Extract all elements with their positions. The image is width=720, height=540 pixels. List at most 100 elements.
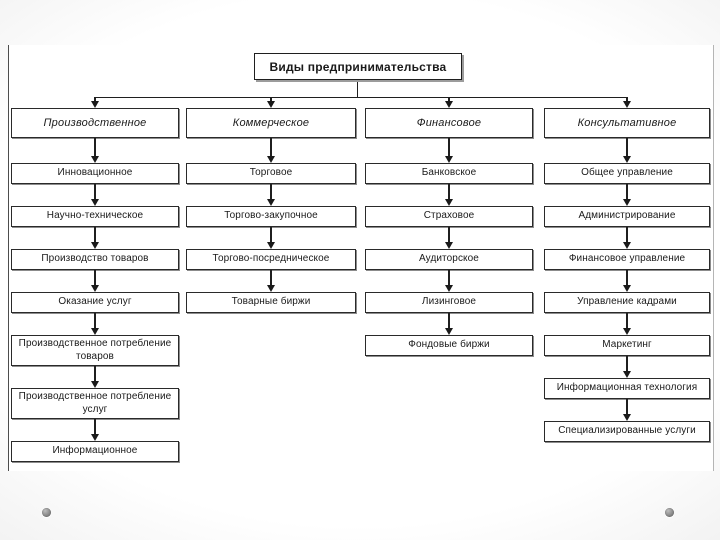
connector-line	[448, 227, 450, 243]
arrowhead-icon	[91, 101, 99, 108]
type-box: Банковское	[365, 163, 533, 184]
arrow-down-icon	[186, 184, 356, 206]
connector-line	[626, 270, 628, 286]
type-box: Информационная технология	[544, 378, 710, 399]
arrowhead-icon	[267, 199, 275, 206]
arrowhead-icon	[445, 242, 453, 249]
connector-line	[270, 227, 272, 243]
arrow-down-icon	[365, 138, 533, 163]
arrowhead-icon	[623, 101, 631, 108]
type-box: Инновационное	[11, 163, 179, 184]
arrowhead-icon	[623, 285, 631, 292]
arrowhead-icon	[445, 328, 453, 335]
arrow-down-icon	[365, 184, 533, 206]
connector-line	[95, 97, 627, 99]
arrow-down-icon	[11, 366, 179, 388]
arrowhead-icon	[623, 199, 631, 206]
decorative-dot-left	[42, 508, 51, 517]
diagram-canvas: Виды предпринимательства Производственно…	[8, 45, 714, 471]
arrowhead-icon	[91, 328, 99, 335]
type-box: Торговое	[186, 163, 356, 184]
connector-line	[626, 97, 628, 102]
connector-line	[270, 138, 272, 157]
arrow-down-icon	[11, 138, 179, 163]
decorative-dot-right	[665, 508, 674, 517]
arrow-down-icon	[544, 227, 710, 249]
arrow-down-icon	[11, 184, 179, 206]
arrowhead-icon	[445, 156, 453, 163]
category-box: Консультативное	[544, 108, 710, 138]
type-box: Торгово-закупочное	[186, 206, 356, 227]
type-box: Лизинговое	[365, 292, 533, 313]
connector-line	[448, 184, 450, 200]
connector-line	[94, 419, 96, 435]
type-box: Маркетинг	[544, 335, 710, 356]
type-box: Производственное потребление услуг	[11, 388, 179, 419]
type-box: Фондовые биржи	[365, 335, 533, 356]
arrow-down-icon	[365, 313, 533, 335]
arrow-down-icon	[11, 227, 179, 249]
arrow-down-icon	[11, 313, 179, 335]
arrowhead-icon	[91, 199, 99, 206]
arrowhead-icon	[623, 414, 631, 421]
type-box: Оказание услуг	[11, 292, 179, 313]
connector-line	[448, 97, 450, 102]
connector-line	[626, 356, 628, 372]
diagram-title-box: Виды предпринимательства	[254, 53, 462, 80]
arrow-down-icon	[544, 138, 710, 163]
connector-line	[94, 97, 96, 102]
arrow-down-icon	[544, 270, 710, 292]
arrowhead-icon	[267, 156, 275, 163]
connector-line	[626, 184, 628, 200]
arrow-down-icon	[544, 184, 710, 206]
type-box: Администрирование	[544, 206, 710, 227]
connector-line	[94, 366, 96, 382]
connector-line	[626, 399, 628, 415]
arrow-down-icon	[91, 97, 100, 108]
arrow-down-icon	[544, 399, 710, 421]
arrowhead-icon	[445, 101, 453, 108]
category-box: Коммерческое	[186, 108, 356, 138]
type-box: Производственное потребление товаров	[11, 335, 179, 366]
type-box: Финансовое управление	[544, 249, 710, 270]
type-box: Аудиторское	[365, 249, 533, 270]
type-box: Товарные биржи	[186, 292, 356, 313]
type-box: Общее управление	[544, 163, 710, 184]
arrowhead-icon	[91, 242, 99, 249]
connector-line	[357, 80, 359, 97]
connector-line	[448, 313, 450, 329]
arrow-down-icon	[365, 270, 533, 292]
connector-line	[94, 270, 96, 286]
arrow-down-icon	[11, 270, 179, 292]
arrow-down-icon	[544, 313, 710, 335]
arrow-down-icon	[544, 356, 710, 378]
arrowhead-icon	[623, 242, 631, 249]
connector-line	[270, 97, 272, 102]
arrowhead-icon	[267, 242, 275, 249]
connector-line	[626, 313, 628, 329]
type-box: Страховое	[365, 206, 533, 227]
connector-line	[448, 270, 450, 286]
connector-line	[94, 138, 96, 157]
arrow-down-icon	[186, 138, 356, 163]
arrowhead-icon	[445, 199, 453, 206]
type-box: Торгово-посредническое	[186, 249, 356, 270]
connector-line	[626, 227, 628, 243]
arrowhead-icon	[267, 101, 275, 108]
arrowhead-icon	[623, 371, 631, 378]
arrow-down-icon	[365, 227, 533, 249]
arrowhead-icon	[623, 328, 631, 335]
type-box: Информационное	[11, 441, 179, 462]
connector-line	[94, 313, 96, 329]
connector-line	[626, 138, 628, 157]
arrowhead-icon	[623, 156, 631, 163]
connector-line	[94, 184, 96, 200]
type-box: Управление кадрами	[544, 292, 710, 313]
arrowhead-icon	[91, 156, 99, 163]
diagram-title: Виды предпринимательства	[269, 59, 447, 74]
type-box: Производство товаров	[11, 249, 179, 270]
